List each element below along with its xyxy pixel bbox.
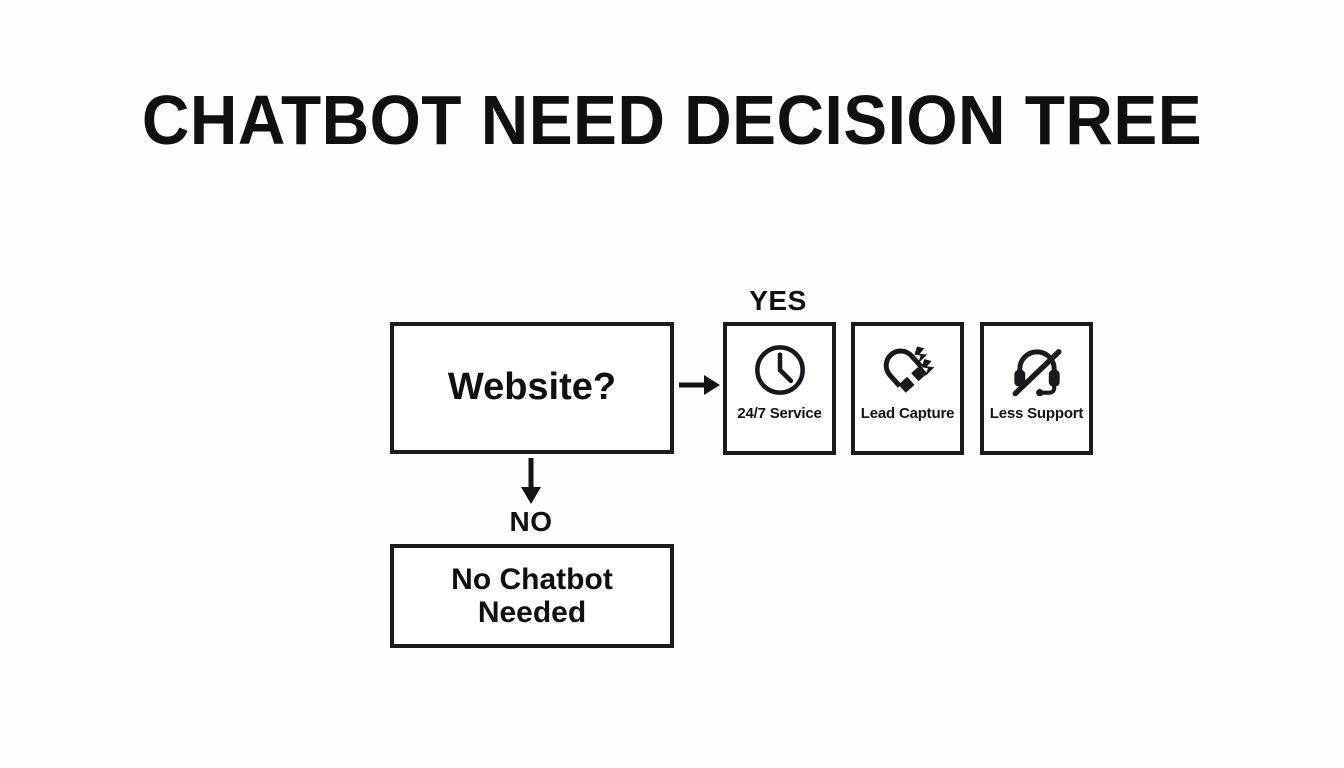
arrow-down-icon — [521, 458, 541, 504]
headset-slash-icon — [1012, 349, 1061, 397]
terminal-node-no-chatbot[interactable]: No Chatbot Needed — [390, 544, 674, 648]
outcome-card-24-7-service[interactable]: 24/7 Service — [723, 322, 836, 455]
magnet-icon — [883, 346, 934, 393]
page-title: CHATBOT NEED DECISION TREE — [141, 81, 1203, 159]
outcome-card-less-support[interactable]: Less Support — [980, 322, 1093, 455]
outcome-card-lead-capture[interactable]: Lead Capture — [851, 322, 964, 455]
outcome-card-label: 24/7 Service — [737, 405, 822, 422]
clock-icon — [754, 345, 805, 395]
decision-node-label: Website? — [447, 366, 617, 409]
terminal-node-label: No Chatbot Needed — [451, 563, 613, 629]
arrow-right-icon — [679, 375, 720, 395]
branch-label-yes: YES — [749, 285, 807, 316]
branch-label-no: NO — [509, 506, 553, 537]
decision-node-website[interactable]: Website? — [390, 322, 674, 454]
outcome-card-label: Lead Capture — [860, 405, 955, 422]
outcome-card-label: Less Support — [989, 405, 1084, 422]
